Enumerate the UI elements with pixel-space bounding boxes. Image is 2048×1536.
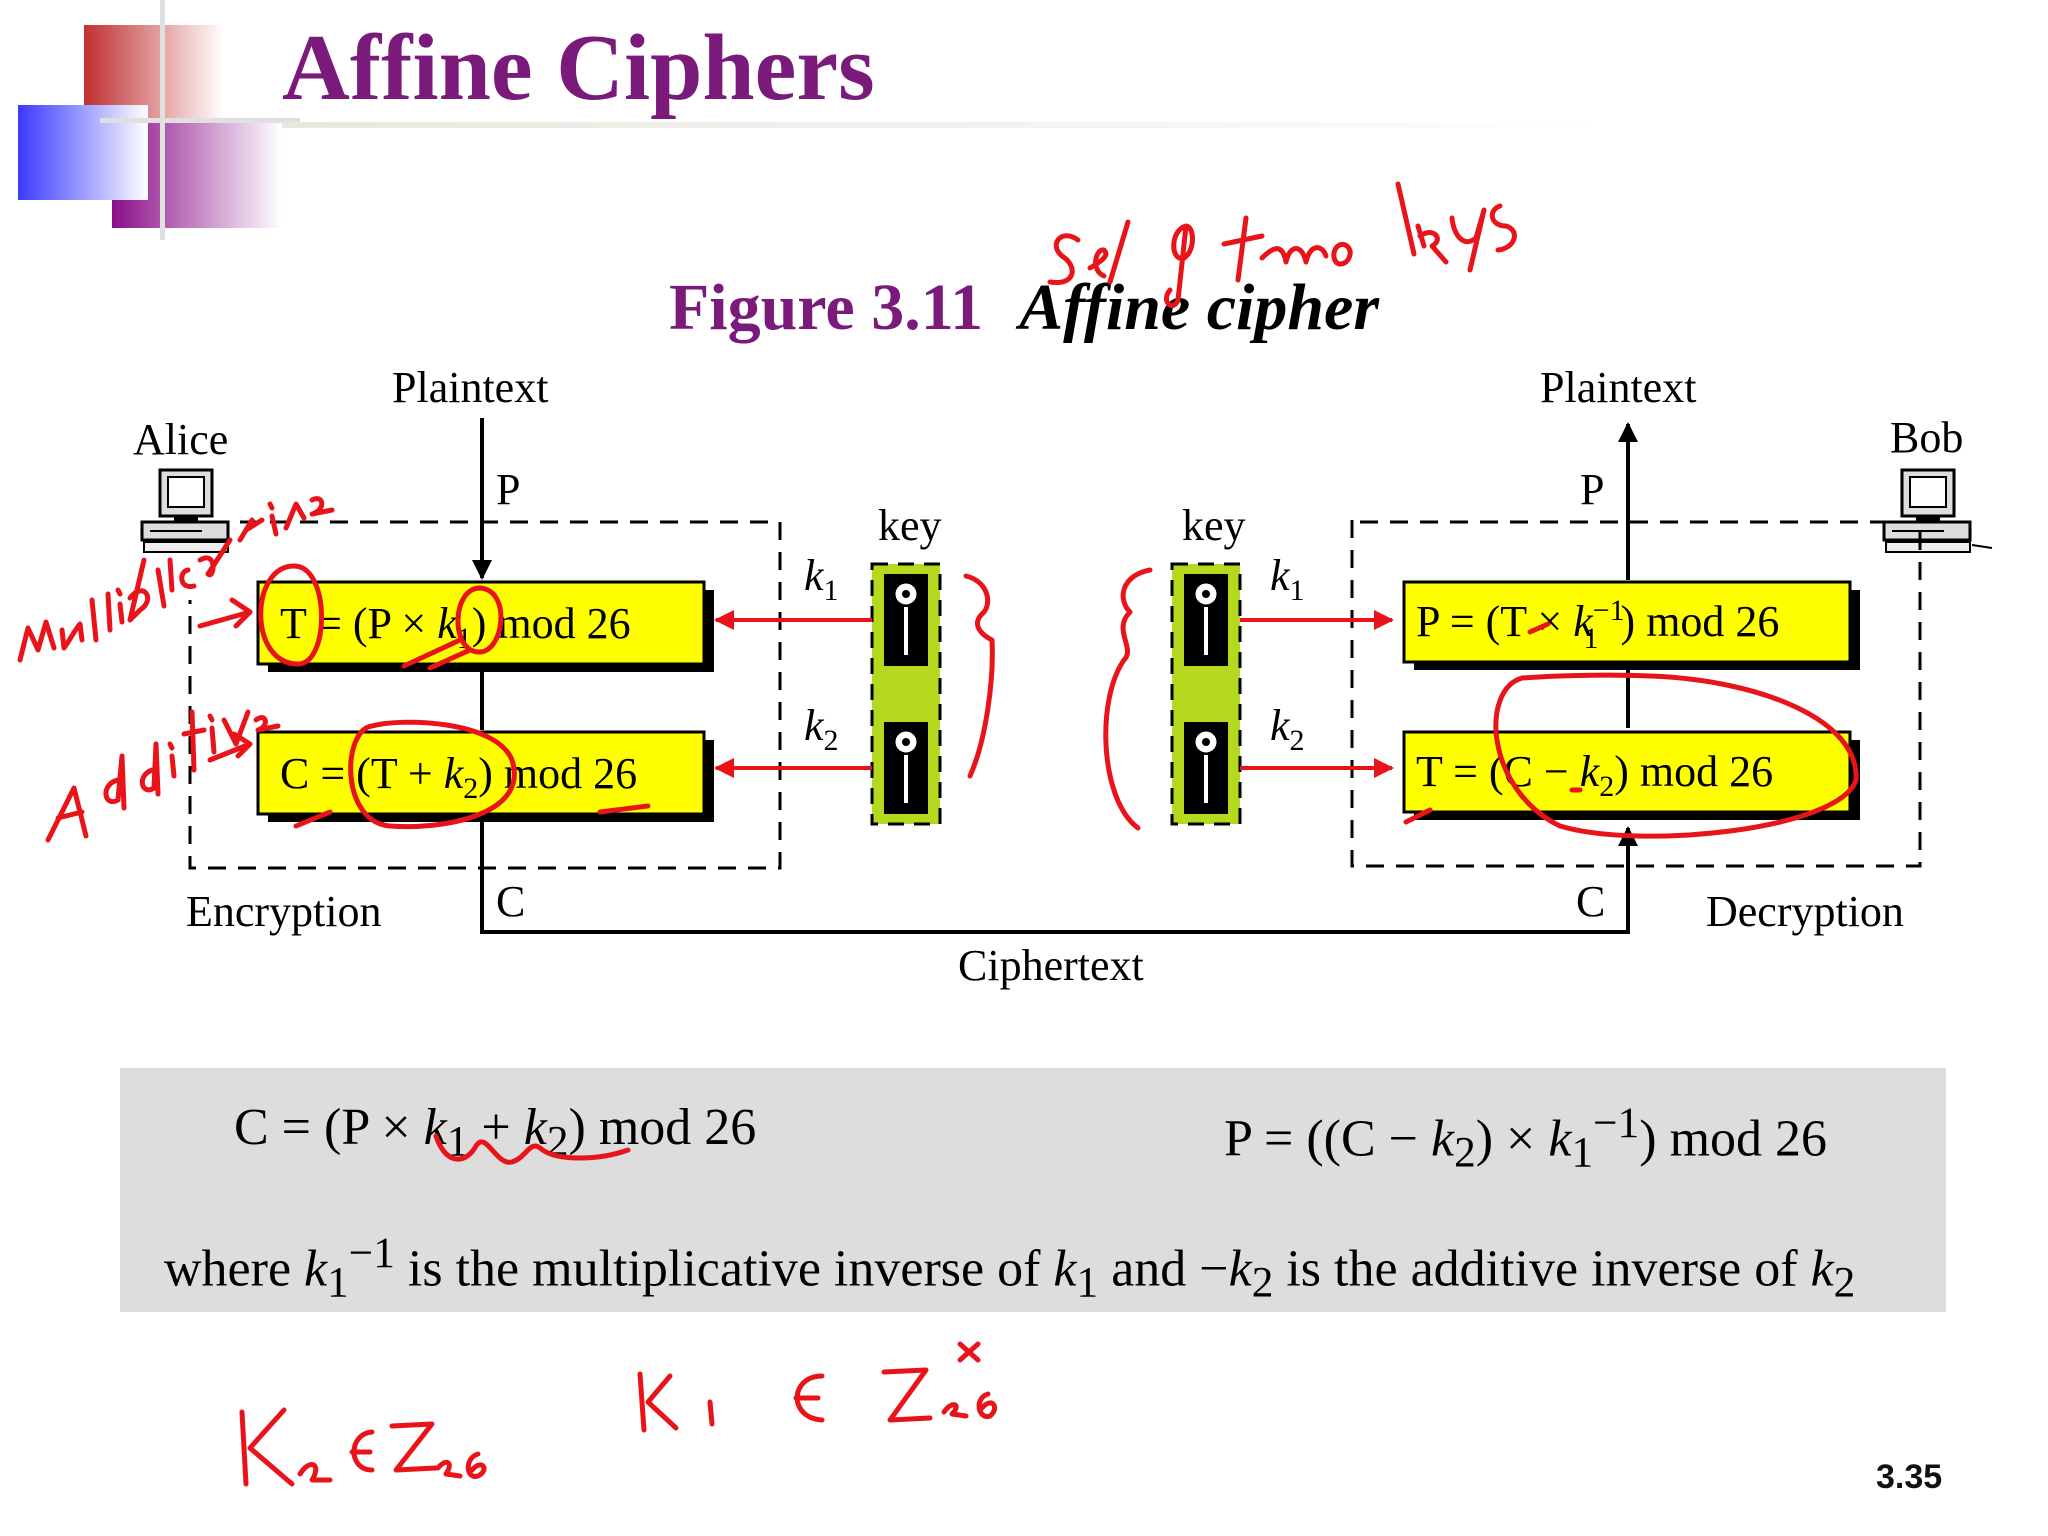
encryption-formula: C = (P × k1 + k2) mod 26 — [234, 1099, 757, 1166]
k1-label-left: k1 — [804, 551, 839, 607]
k2-label-right: k2 — [1270, 701, 1305, 757]
key-label-left: key — [878, 501, 942, 550]
encryption-label: Encryption — [186, 887, 382, 936]
c-out-label: C — [1576, 877, 1605, 926]
decryption-region — [1350, 520, 1922, 868]
page-number: 3.35 — [1876, 1458, 1943, 1496]
encryption-region — [188, 520, 782, 870]
encryption-formula-1: T = (P × k1) mod 26 — [280, 599, 631, 655]
key-label-right: key — [1182, 501, 1246, 550]
inverse-note: where k1−1 is the multiplicative inverse… — [164, 1229, 1856, 1307]
slide-title: Affine Ciphers — [282, 16, 875, 120]
title-divider — [282, 122, 1602, 128]
plaintext-out-label: Plaintext — [1540, 363, 1696, 412]
decryption-label: Decryption — [1706, 887, 1904, 936]
plaintext-in-label: Plaintext — [392, 363, 548, 412]
slide-logo — [18, 0, 300, 240]
p-out-label: P — [1580, 465, 1604, 514]
formula-panel: C = (P × k1 + k2) mod 26 P = ((C − k2) ×… — [120, 1068, 1946, 1312]
c-in-label: C — [496, 877, 525, 926]
k1-label-right: k1 — [1270, 551, 1305, 607]
ciphertext-label: Ciphertext — [958, 941, 1144, 990]
k2-label-left: k2 — [804, 701, 839, 757]
computer-icon — [140, 468, 230, 554]
p-in-label: P — [496, 465, 520, 514]
figure-number: Figure 3.11 — [668, 271, 984, 344]
receiver-label: Bob — [1890, 413, 1963, 462]
encryption-formula-2: C = (T + k2) mod 26 — [280, 749, 637, 805]
decryption-formula-2: T = (C − k2) mod 26 — [1416, 747, 1773, 803]
ciphertext-line — [480, 818, 1638, 934]
decryption-formula: P = ((C − k2) × k1−1) mod 26 — [1224, 1099, 1828, 1177]
sender-label: Alice — [133, 415, 228, 464]
computer-cable — [1971, 544, 1993, 549]
computer-icon — [1882, 468, 1972, 554]
